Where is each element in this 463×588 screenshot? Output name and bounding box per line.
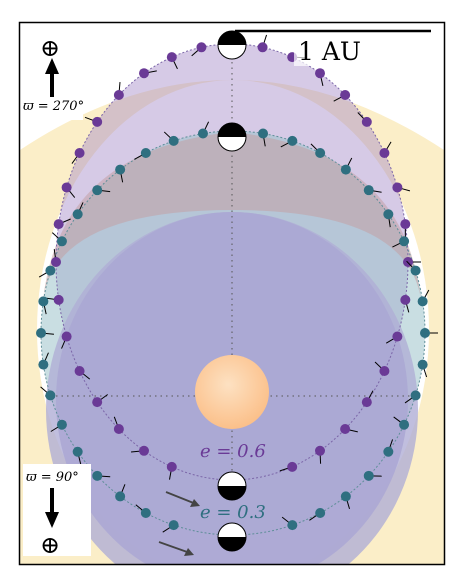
- planet-e03: [287, 520, 297, 530]
- planet-e03: [141, 148, 151, 158]
- planet-e03: [198, 128, 208, 138]
- planet-e06: [196, 42, 206, 52]
- planet-e06: [54, 219, 64, 229]
- planet-e06: [92, 397, 102, 407]
- planet-e06: [75, 366, 85, 376]
- planet-e03: [38, 296, 48, 306]
- planet-e03: [92, 471, 102, 481]
- planet-e06: [315, 446, 325, 456]
- planet-e03: [92, 185, 102, 195]
- planet-e06: [315, 68, 325, 78]
- planet-e03: [341, 491, 351, 501]
- planet-e06: [92, 117, 102, 127]
- planet-e03: [38, 360, 48, 370]
- planet-e06: [114, 90, 124, 100]
- planet-e06: [340, 424, 350, 434]
- planet-e06: [114, 424, 124, 434]
- planet-e06: [379, 366, 389, 376]
- planet-e06: [139, 446, 149, 456]
- planet-e06: [400, 295, 410, 305]
- planet-e03: [364, 185, 374, 195]
- planet-e03: [420, 328, 430, 338]
- planet-e03: [383, 447, 393, 457]
- planet-e06: [51, 257, 61, 267]
- planet-e03: [169, 136, 179, 146]
- planet-e03: [399, 420, 409, 430]
- planet-e06: [392, 332, 402, 342]
- planet-e06: [362, 117, 372, 127]
- planet-e06: [167, 462, 177, 472]
- planet-e06: [392, 182, 402, 192]
- orbit-label-e03: e = 0.3: [200, 502, 266, 523]
- planet-e03: [36, 328, 46, 338]
- planet-e03: [315, 508, 325, 518]
- planet-e03: [57, 420, 67, 430]
- planet-e03: [341, 165, 351, 175]
- planet-e06: [139, 68, 149, 78]
- planet-e03: [73, 447, 83, 457]
- planet-e03: [411, 266, 421, 276]
- angle-label-bottom: ϖ = 90°: [26, 470, 79, 485]
- planet-e03: [411, 390, 421, 400]
- planet-e06: [62, 332, 72, 342]
- planet-e06: [54, 295, 64, 305]
- planet-e06: [62, 182, 72, 192]
- planet-e03: [141, 508, 151, 518]
- planet-e06: [167, 52, 177, 62]
- planet-e03: [399, 236, 409, 246]
- phase-icon-top: [218, 31, 246, 59]
- planet-e06: [379, 148, 389, 158]
- phase-icon-lower: [218, 472, 246, 500]
- planet-e03: [383, 209, 393, 219]
- planet-e03: [418, 296, 428, 306]
- angle-label-top: ϖ = 270°: [23, 99, 84, 114]
- planet-e03: [418, 360, 428, 370]
- planet-e06: [258, 42, 268, 52]
- planet-e03: [45, 266, 55, 276]
- planet-e03: [169, 520, 179, 530]
- planet-e03: [258, 128, 268, 138]
- planet-e03: [287, 136, 297, 146]
- planet-e06: [400, 219, 410, 229]
- planet-e03: [115, 165, 125, 175]
- phase-icon-upper: [218, 123, 246, 151]
- earth-symbol-top: ⊕: [40, 34, 60, 62]
- orbit-label-e06: e = 0.6: [200, 441, 266, 462]
- planet-e03: [315, 148, 325, 158]
- scale-bar-label: 1 AU: [298, 37, 361, 66]
- earth-symbol-bottom: ⊕: [40, 531, 60, 559]
- planet-e03: [73, 209, 83, 219]
- planet-e03: [364, 471, 374, 481]
- planet-e06: [75, 148, 85, 158]
- phase-icon-bottom: [218, 523, 246, 551]
- planet-e03: [115, 491, 125, 501]
- planet-e06: [340, 90, 350, 100]
- planet-e06: [362, 397, 372, 407]
- planet-e03: [45, 390, 55, 400]
- planet-e06: [287, 462, 297, 472]
- host-star: [195, 355, 269, 429]
- planet-e03: [57, 236, 67, 246]
